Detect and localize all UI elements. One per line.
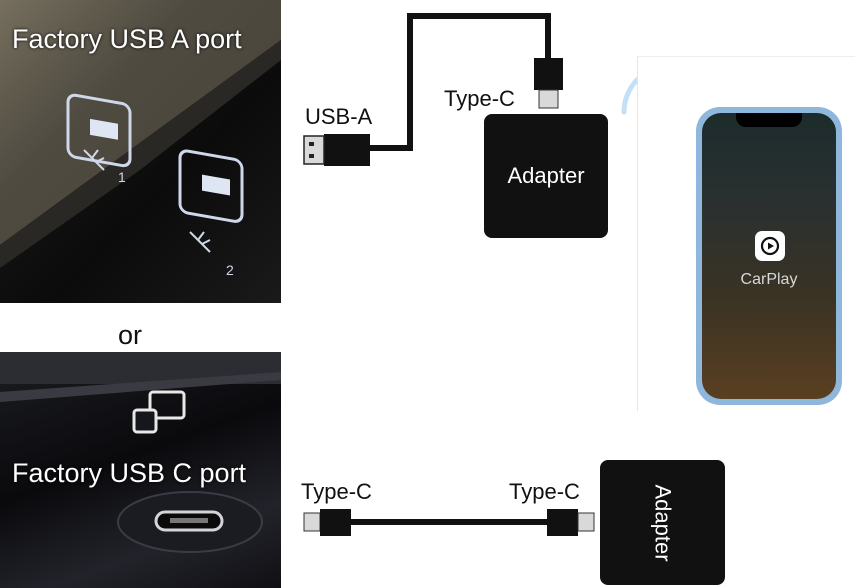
or-separator: or: [118, 320, 143, 350]
type-c-plug-body-left: [320, 509, 351, 536]
usb-symbol-icon: [83, 149, 211, 253]
adapter-top: Adapter: [484, 114, 608, 238]
usb-c-port-illustration: [0, 352, 281, 553]
type-c-plug-body-right: [547, 509, 578, 536]
usb-a-port-photo: 1 2 Factory USB A port: [0, 0, 281, 303]
usb-a-plug-body: [324, 134, 370, 166]
bottom-cable: [303, 509, 595, 536]
adapter-bottom: Adapter: [600, 460, 725, 585]
type-c-plug-tip-left: [303, 512, 321, 532]
usb-a-connector-label: USB-A: [305, 104, 373, 129]
usb-port-2: [178, 149, 244, 223]
type-c-connector-label-left: Type-C: [301, 479, 372, 504]
port-number-2: 2: [226, 262, 234, 278]
type-c-connector-label-top: Type-C: [444, 86, 515, 111]
usb-a-plug-tip: [303, 135, 325, 165]
adapter-top-label: Adapter: [507, 163, 585, 188]
usb-c-photo-title: Factory USB C port: [12, 458, 247, 488]
type-c-connector-label-right: Type-C: [509, 479, 580, 504]
port-number-1: 1: [118, 169, 126, 185]
usb-a-photo-title: Factory USB A port: [12, 24, 242, 54]
adapter-bottom-label: Adapter: [650, 483, 676, 562]
usb-a-port-illustration: 1 2: [0, 0, 281, 278]
phone-notch: [736, 113, 802, 127]
phone-screen: CarPlay: [702, 113, 836, 399]
carplay-label: CarPlay: [740, 271, 798, 288]
iphone: CarPlay: [696, 107, 842, 405]
carplay-icon[interactable]: [755, 231, 785, 261]
phone-link-icon: [132, 390, 186, 434]
type-c-plug-tip-top: [538, 89, 559, 109]
type-c-plug-body-top: [534, 58, 563, 90]
type-c-plug-tip-right: [577, 512, 595, 532]
usb-c-port-photo: Factory USB C port: [0, 352, 281, 588]
